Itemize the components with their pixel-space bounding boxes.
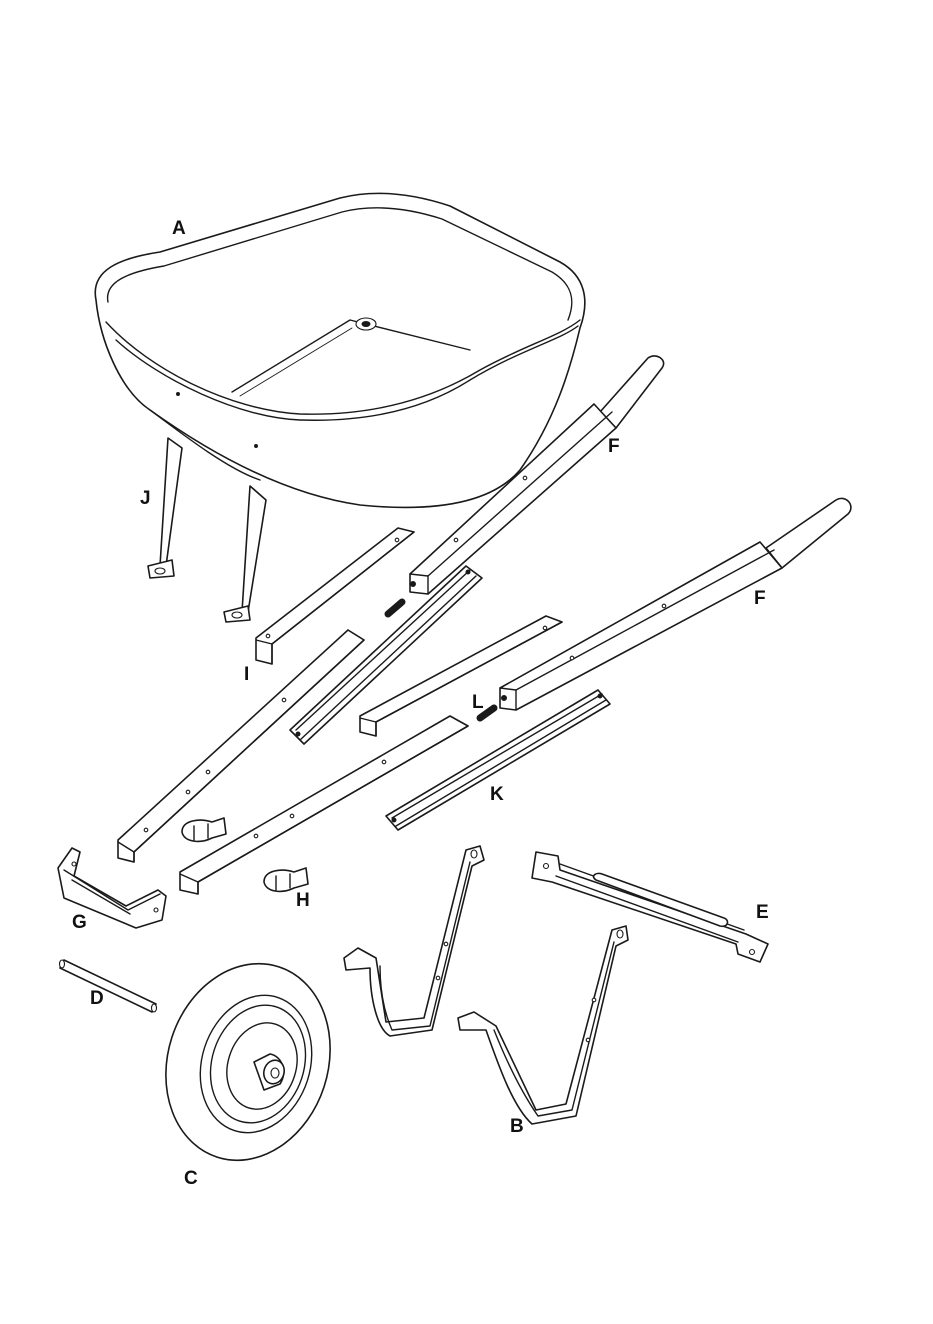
part-k-rail-lower: [386, 690, 610, 830]
part-b-leg-left: [344, 846, 484, 1036]
part-c-wheel: [141, 942, 355, 1182]
part-frame-bar-left: [118, 630, 364, 862]
label-h: H: [296, 890, 310, 911]
label-c: C: [184, 1168, 198, 1189]
label-f-lower: F: [754, 588, 766, 609]
part-j-strap-left: [148, 438, 182, 578]
part-b-leg-right: [458, 926, 628, 1124]
label-i: I: [244, 664, 249, 685]
label-j: J: [140, 488, 151, 509]
label-k: K: [490, 784, 504, 805]
label-g: G: [72, 912, 87, 933]
label-a: A: [172, 218, 186, 239]
part-l-bolt-upper: [388, 602, 402, 614]
part-e-cross-brace: [532, 852, 768, 962]
label-e: E: [756, 902, 769, 923]
part-h-bracket-lower: [264, 868, 308, 891]
part-h-bracket-upper: [182, 818, 226, 841]
label-l: L: [472, 692, 484, 713]
label-b: B: [510, 1116, 524, 1137]
label-d: D: [90, 988, 104, 1009]
part-f-handle-lower: [500, 498, 851, 710]
part-j-strap-right: [224, 486, 266, 622]
part-d-axle: [60, 960, 157, 1012]
label-f-upper: F: [608, 436, 620, 457]
